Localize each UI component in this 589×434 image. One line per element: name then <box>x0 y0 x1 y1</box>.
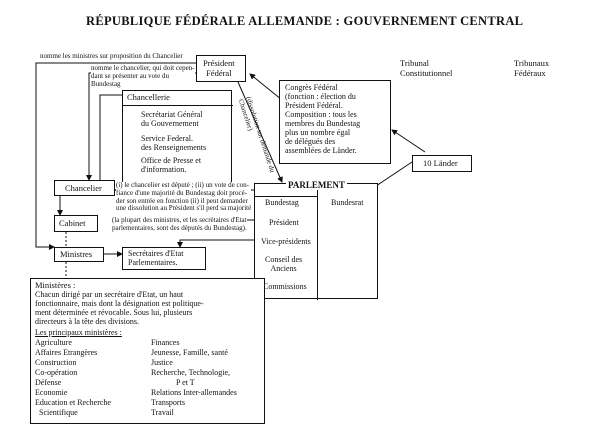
ministere-item: Education et Recherche <box>35 398 111 407</box>
ministere-item: Construction <box>35 358 77 367</box>
cabinet-box: Cabinet <box>54 215 98 232</box>
ministere-item: Jeunesse, Famille, santé <box>151 348 228 357</box>
ministere-item: Défense <box>35 378 62 387</box>
lander-label: 10 Länder <box>423 158 458 168</box>
bundestag-item: Vice-présidents <box>261 237 311 246</box>
cabinet-label: Cabinet <box>59 218 86 228</box>
ministeres-box: Ministères : Chacun dirigé par un secrét… <box>30 278 265 424</box>
ministere-item: Relations Inter-allemandes <box>151 388 237 397</box>
chancellerie-divider <box>123 105 233 106</box>
ministere-item: Agriculture <box>35 338 72 347</box>
president-label: Président Fédéral <box>203 58 235 78</box>
bundestag-item: Conseil des Anciens <box>265 255 303 273</box>
page-title: RÉPUBLIQUE FÉDÉRALE ALLEMANDE : GOUVERNE… <box>86 14 524 28</box>
bundestag-item: Commissions <box>263 282 307 291</box>
line-lander-congres <box>391 129 426 153</box>
chancellerie-box: Chancellerie Secrétariat Général du Gouv… <box>122 90 233 184</box>
line-chancellerie-chancelier <box>99 94 122 180</box>
congres-box: Congrès Fédéral (fonction : élection du … <box>279 80 391 164</box>
parlement-box: Bundestag Président Vice-présidents Cons… <box>254 183 378 300</box>
annotation-nomme-ministres: nomme les ministres sur proposition du C… <box>40 52 183 60</box>
secretaires-label: Secrétaires d'Etat Parlementaires. <box>128 249 184 267</box>
ministere-item: Justice <box>151 358 173 367</box>
ministere-item: Affaires Etrangères <box>35 348 98 357</box>
parlement-divider-h <box>255 196 317 197</box>
ministere-item: Scientifique <box>35 408 78 417</box>
ministere-item: Travail <box>151 408 174 417</box>
chancellerie-heading: Chancellerie <box>127 92 170 102</box>
chancellerie-item: Service Federal. des Renseignements <box>141 134 207 152</box>
parlement-heading: PARLEMENT <box>286 180 347 191</box>
ministres-box: Ministres <box>54 247 104 262</box>
lander-box: 10 Länder <box>412 155 472 172</box>
secretaires-box: Secrétaires d'Etat Parlementaires. <box>122 247 206 270</box>
bundestag-item: Président <box>269 218 299 227</box>
parlement-divider-v <box>317 184 318 300</box>
tribunaux-label: Tribunaux Fédéraux <box>514 58 550 78</box>
ministeres-heading: Ministères : <box>35 280 76 290</box>
ministere-item: P et T <box>176 378 195 387</box>
annotation-nomme-chancelier: nomme le chancelier, qui doit cepen- dan… <box>91 64 195 89</box>
congres-text: Congrès Fédéral (fonction : élection du … <box>285 83 361 155</box>
annotation-chancelier-depute: (i) le chancelier est député ; (ii) un v… <box>116 181 252 214</box>
ministere-item: Economie <box>35 388 68 397</box>
chancelier-label: Chancelier <box>65 183 102 193</box>
chancellerie-item: Office de Presse et d'information. <box>141 156 202 174</box>
ministere-item: Co-opération <box>35 368 78 377</box>
chancellerie-item: Secrétariat Général du Gouvernement <box>141 110 203 128</box>
chancelier-box: Chancelier <box>54 180 115 196</box>
bundesrat-heading: Bundesrat <box>331 198 364 207</box>
ministere-item: Recherche, Technologie, <box>151 368 231 377</box>
president-box: Président Fédéral <box>196 55 246 82</box>
annotation-secretaires-deputes: (la plupart des ministres, et les secrét… <box>112 216 247 233</box>
ministere-item: Transports <box>151 398 185 407</box>
ministres-label: Ministres <box>60 249 93 259</box>
ministeres-list-heading: Les principaux ministères : <box>35 328 122 337</box>
line-bundestag-secretaires <box>177 239 254 248</box>
line-president-ministres <box>35 62 196 250</box>
bundestag-heading: Bundestag <box>265 198 299 207</box>
ministere-item: Finances <box>151 338 180 347</box>
ministeres-description: Chacun dirigé par un secrétaire d'Etat, … <box>35 290 204 326</box>
tribunal-label: Tribunal Constitutionnel <box>400 58 453 78</box>
line-dissolution <box>237 81 283 183</box>
line-congres-president <box>249 73 283 101</box>
